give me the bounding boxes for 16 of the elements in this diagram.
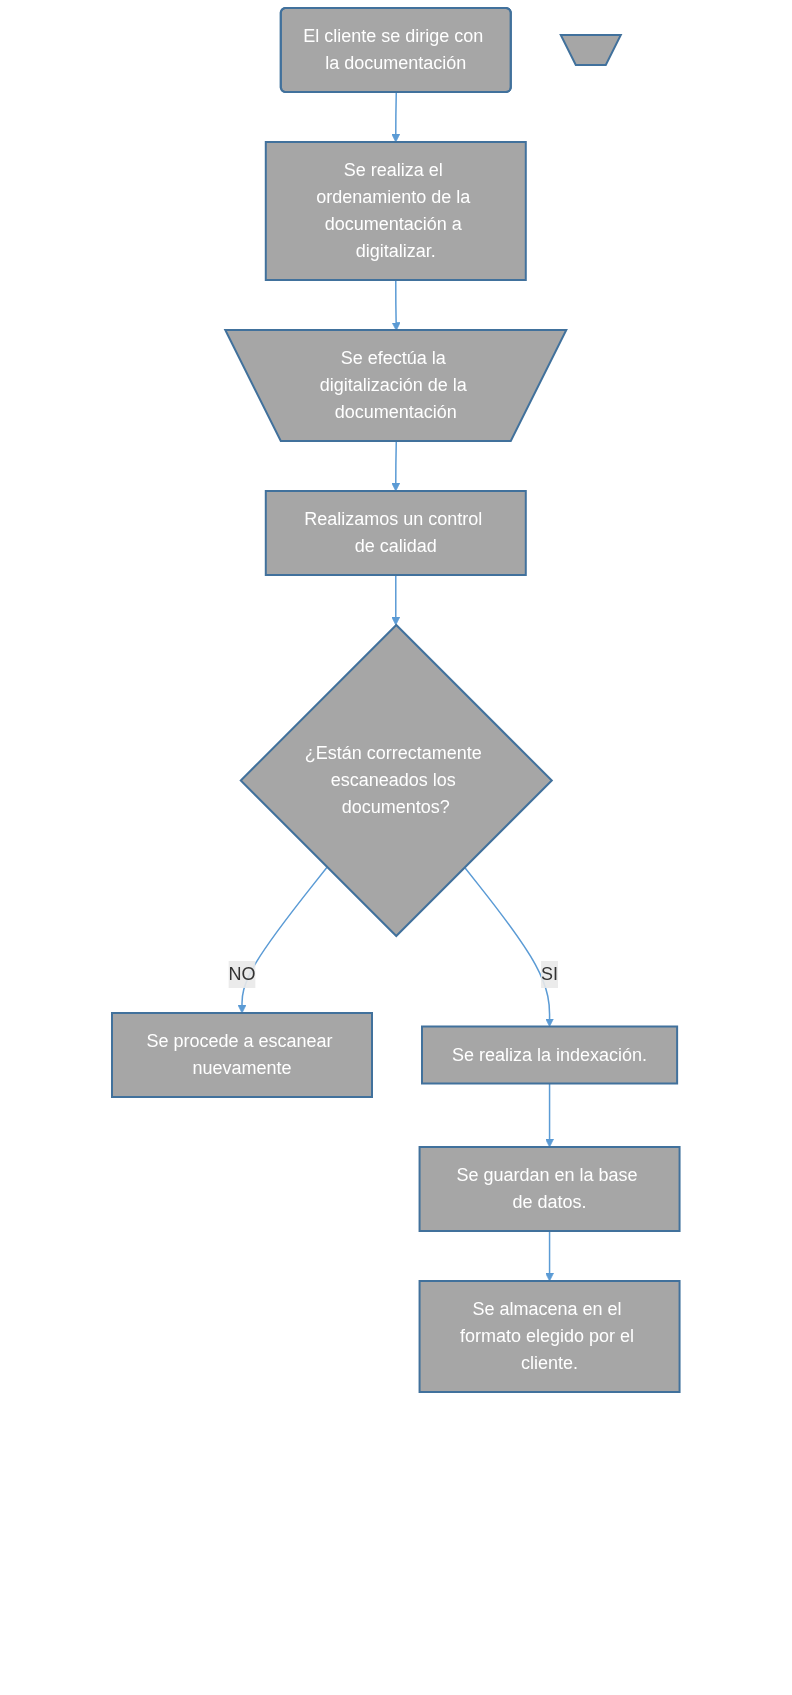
node-box: Se procede a escanear nuevamente (111, 1012, 374, 1098)
arrow (391, 91, 401, 143)
arrow (545, 1082, 555, 1148)
node-diamond: ¿Están correctamente escaneados los documentos? (239, 623, 554, 938)
node-box: Se realiza el ordenamiento de la documentación a digitalizar. (265, 141, 527, 281)
edge-label: NO (228, 964, 256, 984)
node-box: Se realiza la indexación. (421, 1025, 679, 1085)
arrow (391, 574, 401, 626)
arrow (545, 1230, 555, 1282)
arrow (391, 279, 401, 331)
node-box: Se guardan en la base de datos. (418, 1146, 681, 1232)
node-box: Se almacena en el formato elegido por el cliente. (418, 1280, 681, 1393)
arrow (464, 866, 555, 1027)
node-box: Realizamos un control de calidad (265, 490, 527, 576)
edge-label: SI (541, 964, 559, 984)
node-pentagon (559, 34, 623, 66)
